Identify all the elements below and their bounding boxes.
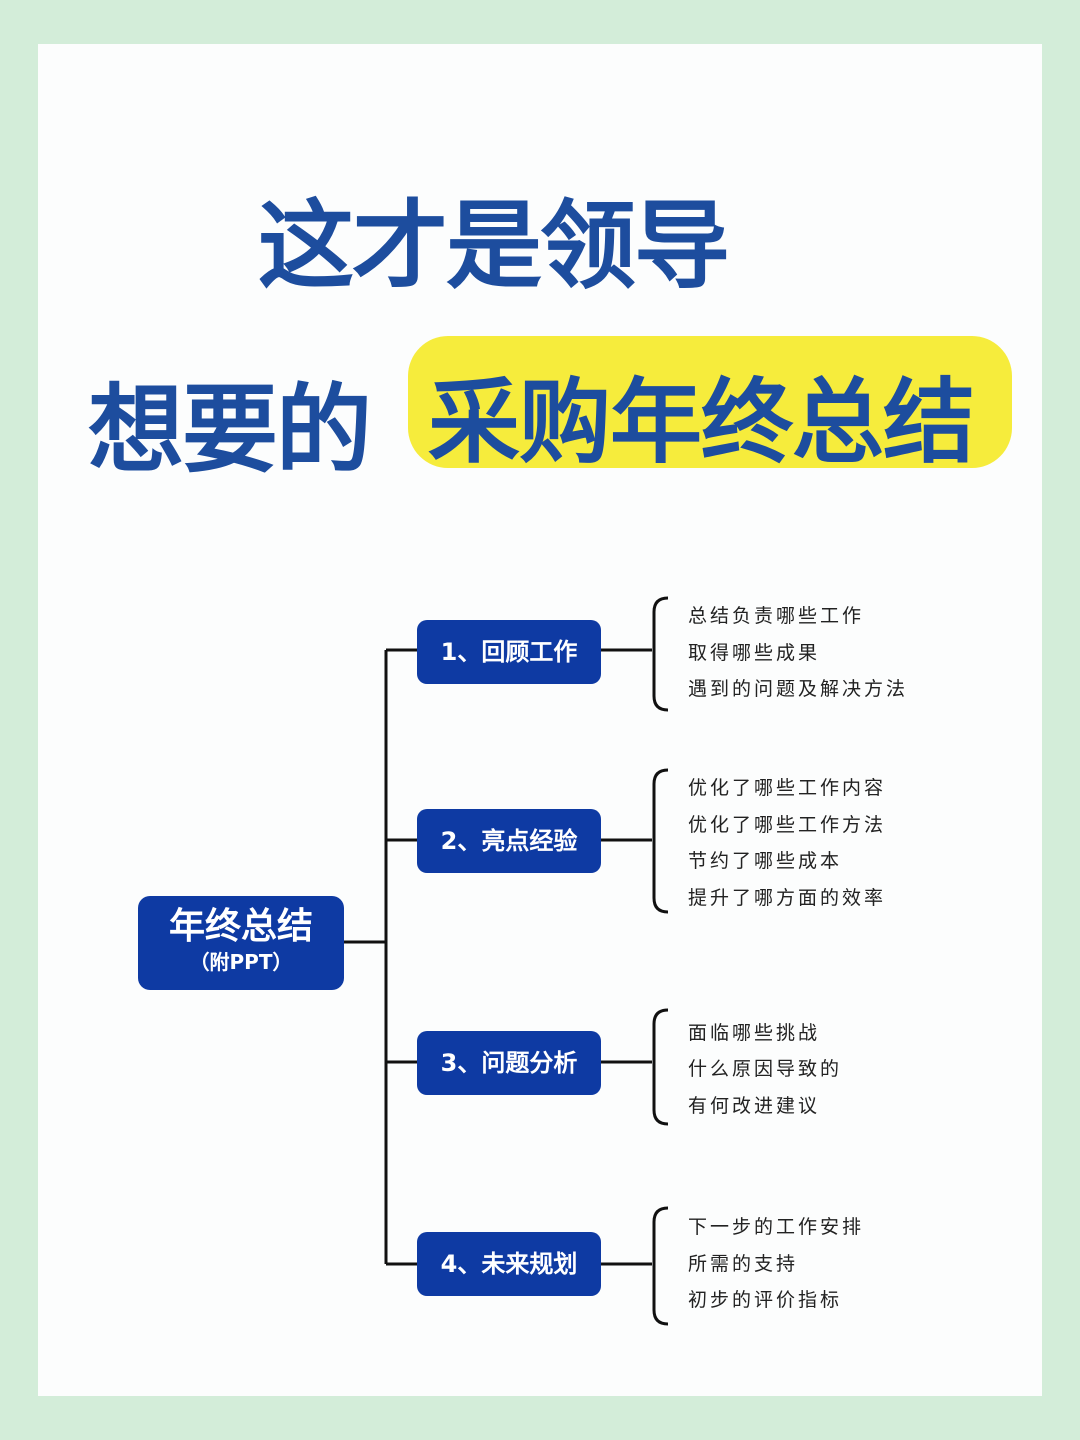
brace-3 [652, 1008, 669, 1126]
leaf-item: 优化了哪些工作方法 [688, 814, 887, 836]
leaf-item: 总结负责哪些工作 [688, 605, 865, 627]
title-line-2-highlight: 采购年终总结 [428, 369, 975, 476]
title-line-1: 这才是领导 [258, 190, 730, 302]
leaf-item: 提升了哪方面的效率 [688, 887, 887, 909]
title-highlight [408, 336, 1012, 468]
leaf-item: 节约了哪些成本 [688, 850, 843, 872]
branch-node-2: 2、亮点经验 [417, 809, 601, 873]
root-sublabel: （附PPT） [189, 950, 293, 974]
leaf-item: 什么原因导致的 [688, 1058, 843, 1080]
leaf-item: 面临哪些挑战 [688, 1022, 821, 1044]
root-label: 年终总结 [168, 906, 313, 947]
card [38, 44, 1042, 1396]
root-node: 年终总结 （附PPT） [138, 896, 344, 990]
title-line-2-plain: 想要的 [88, 374, 372, 486]
branch-node-3: 3、问题分析 [417, 1031, 601, 1095]
leaf-item: 有何改进建议 [688, 1095, 821, 1117]
brace-4 [652, 1206, 669, 1326]
branch-node-1: 1、回顾工作 [417, 620, 601, 684]
branch-node-4: 4、未来规划 [417, 1232, 601, 1296]
leaf-item: 优化了哪些工作内容 [688, 777, 887, 799]
leaf-item: 取得哪些成果 [688, 642, 821, 664]
leaf-item: 遇到的问题及解决方法 [688, 678, 909, 700]
leaf-item: 下一步的工作安排 [688, 1216, 865, 1238]
leaf-item: 所需的支持 [688, 1253, 799, 1275]
brace-2 [652, 768, 669, 914]
leaf-item: 初步的评价指标 [688, 1289, 843, 1311]
brace-1 [652, 596, 669, 712]
